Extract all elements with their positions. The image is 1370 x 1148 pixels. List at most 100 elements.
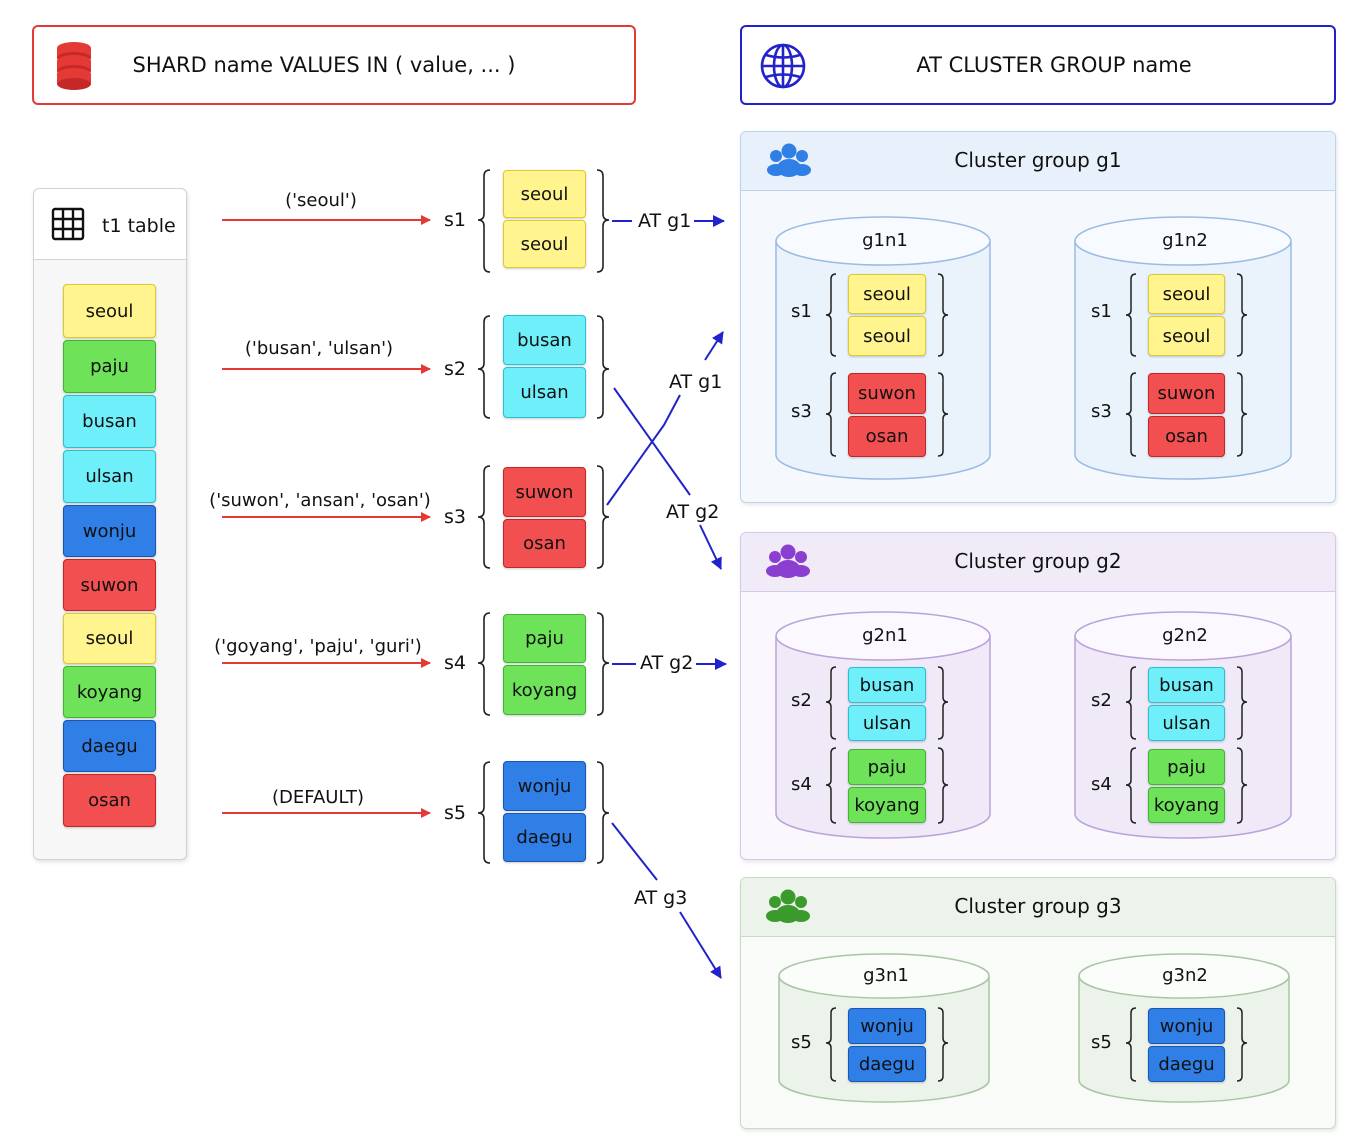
- assign-arrow-s2-head: [699, 524, 722, 570]
- cluster-syntax-box: AT CLUSTER GROUP name: [740, 25, 1336, 105]
- node-value: ulsan: [1148, 705, 1225, 741]
- node-brace: [1125, 666, 1137, 740]
- shard-value: seoul: [503, 220, 586, 268]
- t1-table-title: t1 table: [102, 215, 176, 237]
- table-row: seoul: [63, 284, 156, 338]
- database-icon: [57, 42, 91, 90]
- shard-brace-s4-right: [596, 612, 610, 716]
- globe-icon: [760, 43, 806, 89]
- node-value: paju: [848, 749, 926, 785]
- node-value: wonju: [848, 1008, 926, 1044]
- node-brace: [1236, 666, 1248, 740]
- node-brace: [937, 372, 949, 457]
- shard-condition-s2: ('busan', 'ulsan'): [244, 338, 394, 359]
- cluster-group-g1-title: Cluster group g1: [954, 148, 1122, 172]
- table-row: busan: [63, 395, 156, 448]
- node-name-g3n1: g3n1: [863, 965, 909, 986]
- shard-syntax-box: SHARD name VALUES IN ( value, ... ): [32, 25, 636, 105]
- node-value: suwon: [848, 373, 926, 414]
- users-icon: [767, 143, 811, 177]
- node-brace: [825, 273, 837, 357]
- node-value: paju: [1148, 749, 1225, 785]
- node-brace: [1125, 1007, 1137, 1082]
- node-value: suwon: [1148, 373, 1225, 414]
- table-row: wonju: [63, 505, 156, 557]
- shard-name-s1: s1: [444, 209, 466, 231]
- assign-arrow-s3: [606, 394, 681, 506]
- shard-value: daegu: [503, 813, 586, 862]
- node-shard-label: s1: [791, 301, 812, 322]
- shard-value: paju: [503, 614, 586, 663]
- shard-value: suwon: [503, 467, 586, 517]
- node-brace: [825, 666, 837, 740]
- shard-brace-s1-left: [477, 169, 491, 273]
- shard-name-s4: s4: [444, 652, 466, 674]
- t1-table-header: t1 table: [34, 189, 186, 260]
- shard-value: osan: [503, 519, 586, 568]
- node-shard-label: s5: [1091, 1032, 1112, 1053]
- node-brace: [937, 666, 949, 740]
- node-value: daegu: [848, 1046, 926, 1082]
- cluster-group-g1-header: Cluster group g1: [741, 132, 1335, 191]
- node-value: busan: [1148, 667, 1225, 703]
- shard-name-s3: s3: [444, 506, 466, 528]
- cluster-syntax-text: AT CLUSTER GROUP name: [916, 53, 1192, 77]
- node-name-g2n2: g2n2: [1162, 625, 1208, 646]
- assign-label-s5: AT g3: [634, 887, 688, 909]
- table-row: seoul: [63, 613, 156, 664]
- shard-value: koyang: [503, 665, 586, 715]
- node-brace: [1236, 747, 1248, 824]
- table-grid-icon: [51, 207, 85, 241]
- node-brace: [825, 1007, 837, 1082]
- node-name-g2n1: g2n1: [862, 625, 908, 646]
- node-value: seoul: [848, 316, 926, 356]
- shard-brace-s3-right: [596, 465, 610, 569]
- users-icon: [766, 544, 810, 578]
- node-shard-label: s5: [791, 1032, 812, 1053]
- node-value: ulsan: [848, 705, 926, 741]
- node-value: koyang: [1148, 787, 1225, 823]
- node-value: wonju: [1148, 1008, 1225, 1044]
- cluster-group-g3-title: Cluster group g3: [954, 894, 1122, 918]
- node-brace: [937, 1007, 949, 1082]
- shard-brace-s5-right: [596, 761, 610, 864]
- node-brace: [825, 372, 837, 457]
- node-brace: [937, 747, 949, 824]
- shard-name-s2: s2: [444, 358, 466, 380]
- node-cylinder-g1n1: [775, 216, 991, 480]
- cluster-group-g2-title: Cluster group g2: [954, 549, 1122, 573]
- shard-value: busan: [503, 315, 586, 365]
- shard-value: ulsan: [503, 367, 586, 418]
- users-icon: [766, 889, 810, 923]
- shard-brace-s2-right: [596, 315, 610, 419]
- node-shard-label: s4: [1091, 774, 1112, 795]
- assign-label-s4: AT g2: [640, 652, 694, 674]
- shard-brace-s3-left: [477, 465, 491, 569]
- node-brace: [1125, 273, 1137, 357]
- node-value: osan: [848, 416, 926, 457]
- assign-label-s1: AT g1: [638, 210, 692, 232]
- node-shard-label: s4: [791, 774, 812, 795]
- table-row: ulsan: [63, 450, 156, 503]
- table-row: paju: [63, 340, 156, 393]
- table-row: koyang: [63, 666, 156, 718]
- shard-brace-s5-left: [477, 761, 491, 864]
- assign-arrow-s5: [611, 822, 658, 881]
- node-value: busan: [848, 667, 926, 703]
- node-shard-label: s2: [1091, 690, 1112, 711]
- assign-arrow-s5-head: [679, 911, 722, 979]
- node-value: koyang: [848, 787, 926, 823]
- shard-condition-s5: (DEFAULT): [271, 787, 365, 808]
- node-name-g1n1: g1n1: [862, 230, 908, 251]
- table-row: suwon: [63, 559, 156, 611]
- shard-name-s5: s5: [444, 802, 466, 824]
- assign-arrow-s3-head: [704, 331, 724, 361]
- assign-label-s3: AT g1: [669, 371, 723, 393]
- assign-label-s2: AT g2: [666, 501, 720, 523]
- node-name-g3n2: g3n2: [1162, 965, 1208, 986]
- shard-value: seoul: [503, 170, 586, 218]
- node-value: daegu: [1148, 1046, 1225, 1082]
- node-value: seoul: [1148, 316, 1225, 356]
- node-name-g1n2: g1n2: [1162, 230, 1208, 251]
- shard-condition-s1: ('seoul'): [285, 190, 357, 211]
